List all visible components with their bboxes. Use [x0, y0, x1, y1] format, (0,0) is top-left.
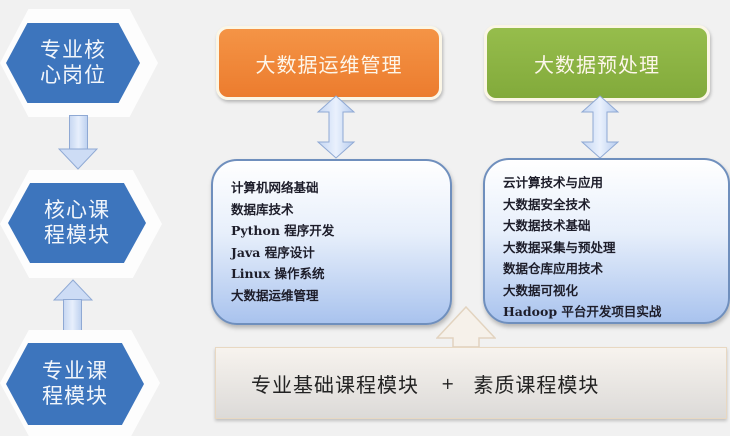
plus-sign: +	[441, 373, 456, 393]
course-item: 大数据采集与预处理	[503, 239, 616, 255]
hexagon-core-position: 专业核心岗位	[6, 23, 140, 103]
course-item: 大数据运维管理	[231, 287, 319, 303]
arrow-down-icon	[58, 148, 98, 170]
course-list-preprocess: 云计算技术与应用 大数据安全技术 大数据技术基础 大数据采集与预处理 数据仓库应…	[483, 158, 730, 324]
foundation-up-arrow-icon	[436, 306, 496, 348]
double-arrow-icon	[316, 95, 356, 159]
course-item: Python 程序开发	[231, 223, 335, 238]
foundation-left-label: 专业基础课程模块	[251, 372, 419, 397]
module-title: 大数据预处理	[534, 52, 660, 77]
module-title: 大数据运维管理	[255, 52, 403, 77]
course-item: 计算机网络基础	[231, 180, 319, 195]
course-list-ops: 计算机网络基础 数据库技术 Python 程序开发 Java 程序设计 Linu…	[211, 159, 452, 325]
hexagon-label-line1: 专业核	[40, 38, 106, 62]
hexagon-label-line2: 程模块	[42, 384, 108, 408]
double-arrow-icon	[580, 95, 620, 159]
arrow-down-shaft	[69, 115, 88, 152]
hexagon-professional-modules: 专业课程模块	[6, 343, 144, 425]
course-item: Linux 操作系统	[231, 266, 325, 281]
hexagon-core-modules: 核心课程模块	[8, 183, 146, 263]
module-header-preprocess: 大数据预处理	[484, 25, 710, 101]
hexagon-label-line1: 专业课	[42, 359, 108, 383]
course-item: 数据仓库应用技术	[503, 261, 604, 276]
course-item: Java 程序设计	[231, 244, 315, 260]
course-item: 大数据安全技术	[503, 196, 591, 212]
hexagon-label-line1: 核心课	[44, 198, 110, 222]
arrow-up-icon	[53, 279, 93, 301]
hexagon-label-line2: 程模块	[44, 223, 110, 247]
course-item: 大数据技术基础	[503, 218, 591, 233]
foundation-bar: 专业基础课程模块 + 素质课程模块	[215, 347, 727, 419]
hexagon-label-line2: 心岗位	[40, 63, 106, 87]
module-header-ops: 大数据运维管理	[216, 26, 442, 100]
course-item: 大数据可视化	[503, 282, 579, 298]
course-item: Hadoop 平台开发项目实战	[503, 304, 662, 319]
arrow-up-shaft	[63, 299, 82, 335]
foundation-right-label: 素质课程模块	[473, 372, 600, 397]
course-item: 数据库技术	[231, 201, 294, 217]
course-item: 云计算技术与应用	[503, 175, 604, 190]
